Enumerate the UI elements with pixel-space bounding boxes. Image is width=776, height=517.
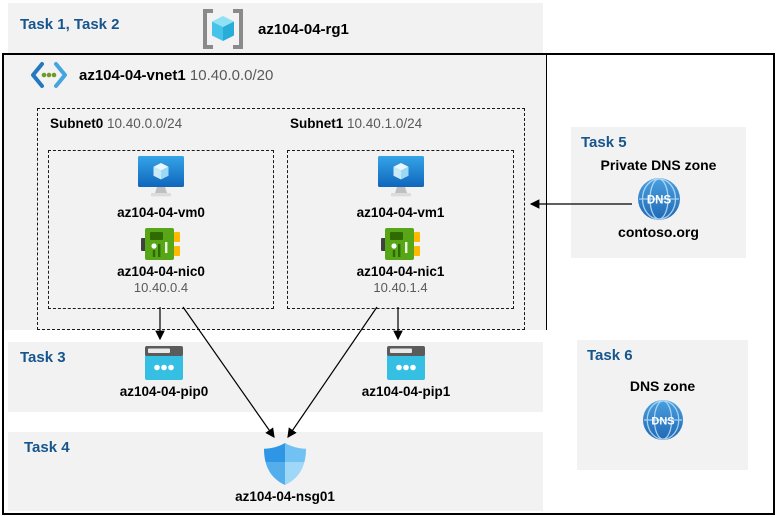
nic0-label: az104-04-nic0 [117,263,205,279]
pip1-icon [387,346,425,380]
subnet1-label: Subnet1 10.40.1.0/24 [290,116,422,131]
vm0-label: az104-04-vm0 [117,205,205,220]
task5-label: Task 5 [581,134,627,151]
pip0-label: az104-04-pip0 [119,384,209,399]
nsg-group: az104-04-nsg01 [215,442,355,505]
subnet0-label: Subnet0 10.40.0.0/24 [50,116,182,131]
pip0-group: az104-04-pip0 [94,346,234,400]
private-dns-zone-icon: DNS [637,178,680,220]
task6-box: Task 6 DNS zone DNS [577,340,748,470]
nic0-icon [141,227,180,260]
task6-label: Task 6 [587,347,633,364]
private-dns-zone-name: contoso.org [618,224,699,240]
nic1-icon [380,227,420,260]
dns-badge-text: DNS [646,195,671,207]
virtual-network-icon [31,62,67,88]
resource-group: az104-04-rg1 [200,8,349,50]
dns-zone-icon: DNS [642,399,683,441]
task3-band: Task 3 az104-04-pip0 az104-04-pip1 [8,342,543,412]
resource-group-name: az104-04-rg1 [258,20,349,38]
private-dns-zone-title: Private DNS zone [600,157,717,173]
pip1-group: az104-04-pip1 [336,346,476,400]
vnet-name: az104-04-vnet1 [79,66,186,84]
nic1-label: az104-04-nic1 [356,263,445,279]
dns-zone-title: DNS zone [629,378,696,394]
task3-label: Task 3 [20,349,66,366]
vm0-icon [138,156,184,197]
task4-band: Task 4 az104-04-nsg01 [8,432,543,511]
vm1-label: az104-04-vm1 [356,205,445,220]
subnet1-vm-box: az104-04-vm1 az104-04-nic1 10.40.1.4 [287,150,514,309]
subnet0-name: Subnet0 [50,116,104,131]
vnet-panel [4,55,547,330]
vnet-title-row: az104-04-vnet1 10.40.0.0/20 [30,60,273,90]
task5-box: Task 5 Private DNS zone DNS contoso.org [571,127,746,258]
subnets-dashed-container [37,108,525,330]
header-band: Task 1, Task 2 az104-04-rg1 [8,3,543,53]
vnet-title: az104-04-vnet1 10.40.0.0/20 [79,67,273,84]
nsg-label: az104-04-nsg01 [235,489,335,504]
vm1-icon [377,156,424,197]
header-tasks-label: Task 1, Task 2 [20,16,120,33]
resource-group-icon [203,9,243,49]
dns-badge-text: DNS [651,415,674,427]
dns-zone-group: DNS zone DNS [577,378,748,441]
pip1-label: az104-04-pip1 [361,384,451,399]
nic1-ip: 10.40.1.4 [373,280,428,296]
nic0-ip: 10.40.0.4 [133,280,189,296]
subnet0-vm-box: az104-04-vm0 az104-04-nic0 10.40.0.4 [48,150,274,309]
task4-label: Task 4 [24,439,70,456]
subnet1-name: Subnet1 [290,116,344,131]
subnet1-cidr: 10.40.1.0/24 [347,116,423,131]
subnet0-cidr: 10.40.0.0/24 [107,116,183,131]
private-dns-zone-group: Private DNS zone DNS contoso.org [571,157,746,240]
pip0-icon [145,346,183,380]
nsg-shield-icon [264,443,306,485]
vnet-cidr: 10.40.0.0/20 [189,66,274,84]
